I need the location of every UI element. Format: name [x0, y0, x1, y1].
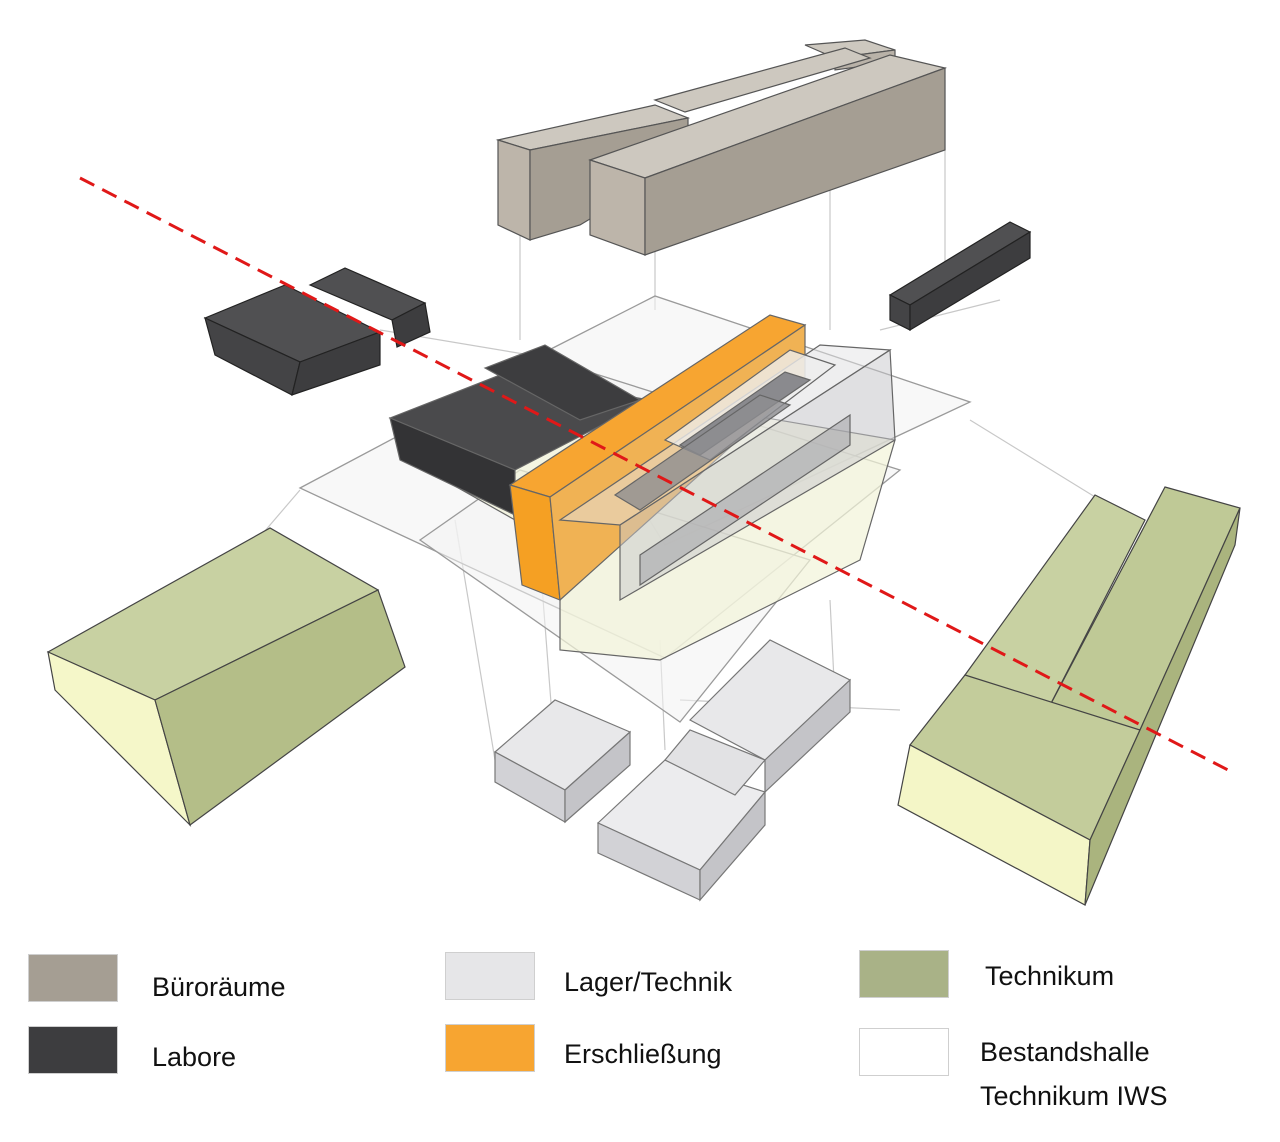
exploded-axonometric-diagram: [46, 39, 1241, 906]
legend-swatch-erschliessung: [445, 1024, 535, 1072]
central-building: [388, 314, 896, 661]
technikum-right: [897, 486, 1241, 906]
legend-label-bueroraeume: Büroräume: [152, 972, 286, 1002]
legend-label-lager-technik: Lager/Technik: [564, 967, 733, 997]
bueroraeume-volumes: [495, 39, 948, 256]
labore-right: [888, 221, 1032, 332]
labore-left: [203, 267, 431, 396]
legend-label-labore: Labore: [152, 1042, 237, 1072]
legend-swatch-bueroraeume: [28, 954, 118, 1002]
legend-swatch-bestandshalle: [859, 1028, 949, 1076]
section-line: [79, 176, 1229, 772]
legend-label-technikum: Technikum: [985, 961, 1115, 991]
legend-label-bestandshalle-line1: Bestandshalle: [980, 1037, 1150, 1067]
legend-swatch-labore: [28, 1026, 118, 1074]
legend-swatch-technikum: [859, 950, 949, 998]
legend-swatch-lager-technik: [445, 952, 535, 1000]
lager-technik-volumes: [493, 639, 852, 902]
legend-label-bestandshalle-line2: Technikum IWS: [980, 1081, 1168, 1111]
legend-label-erschliessung: Erschließung: [564, 1039, 722, 1069]
technikum-left: [46, 527, 406, 828]
